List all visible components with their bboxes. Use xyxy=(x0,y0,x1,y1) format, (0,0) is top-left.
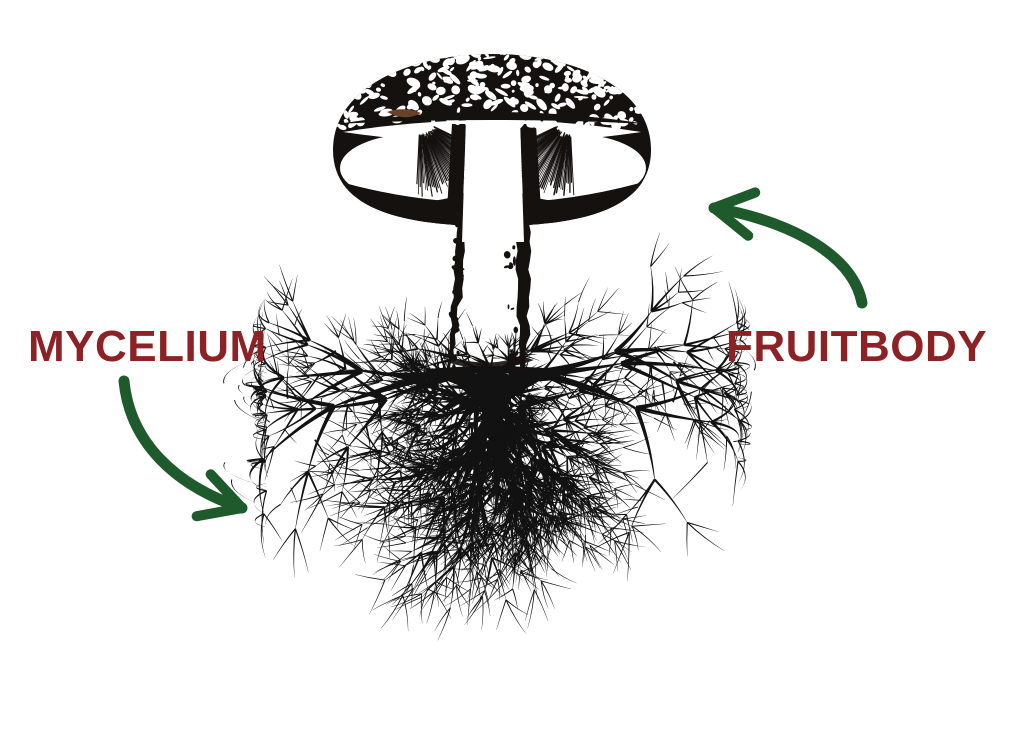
mycelium-network xyxy=(223,232,756,641)
mycelium-arrow xyxy=(118,375,248,522)
label-fruitbody: FRUITBODY xyxy=(726,322,988,371)
fruitbody-arrow xyxy=(708,187,868,309)
label-mycelium: MYCELIUM xyxy=(28,322,267,371)
